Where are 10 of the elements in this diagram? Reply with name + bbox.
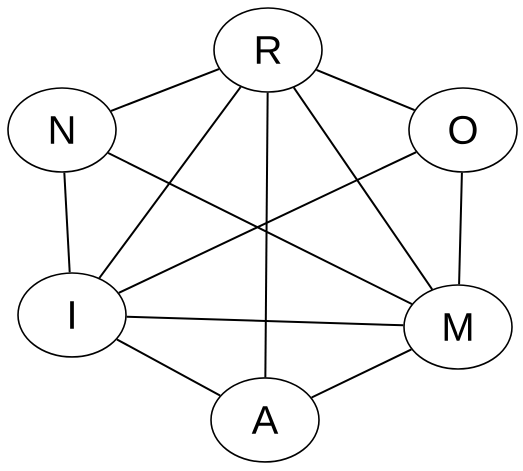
connector-line — [110, 68, 220, 112]
connector-line — [293, 87, 433, 290]
connector-line — [458, 172, 463, 284]
connector-line — [264, 92, 269, 378]
connector-line — [98, 86, 242, 279]
connector-line — [116, 338, 221, 396]
connector-line — [63, 172, 71, 272]
connector-line — [126, 316, 404, 326]
connector-line — [316, 68, 415, 112]
connector-line — [311, 348, 412, 398]
